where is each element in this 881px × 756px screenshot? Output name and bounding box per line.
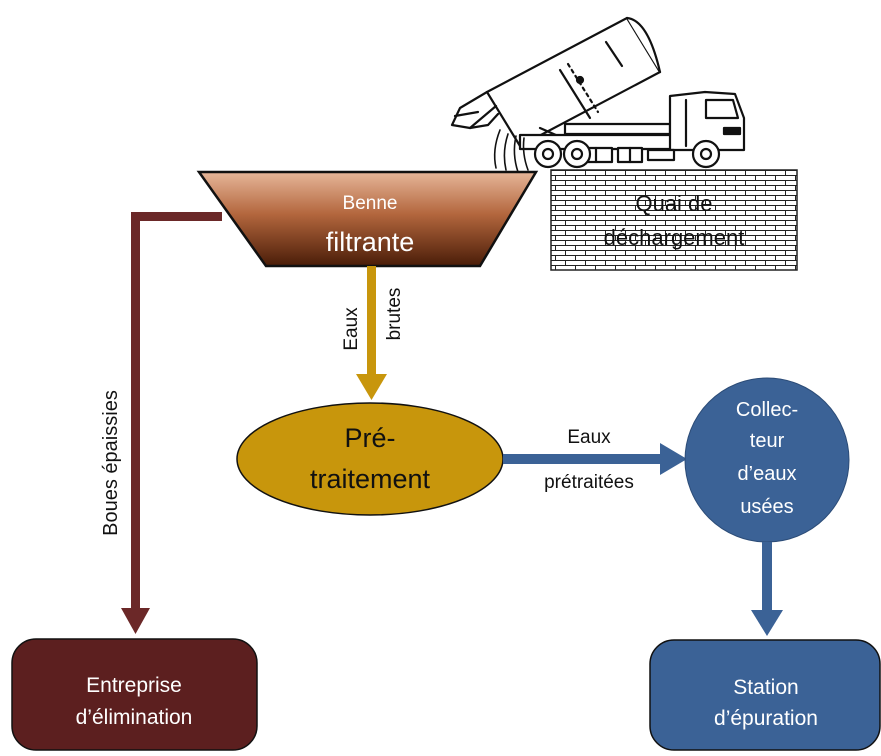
pretreated-water-label-line1: Eaux xyxy=(567,427,611,448)
sewer-collector-label-line4: usées xyxy=(740,496,793,518)
raw-water-label-line1: Eaux xyxy=(341,307,362,351)
collector-to-station-arrow xyxy=(751,542,783,636)
filter-hopper xyxy=(196,170,539,268)
raw-water-label-line2: brutes xyxy=(384,288,405,341)
filter-hopper-label-line1: Benne xyxy=(343,193,398,214)
sewer-collector-label-line1: Collec- xyxy=(736,399,798,421)
treatment-plant-node xyxy=(649,639,881,751)
disposal-company-label-line2: d’élimination xyxy=(76,706,193,729)
sewer-collector-label-line3: d’eaux xyxy=(738,463,797,485)
pretreated-water-arrow xyxy=(503,443,687,475)
treatment-plant-label-line1: Station xyxy=(733,676,798,699)
sewer-collector-label-line2: teur xyxy=(750,430,785,452)
disposal-company-label-line1: Entreprise xyxy=(86,674,182,697)
thickened-sludge-arrow xyxy=(121,212,222,634)
pretreatment-label-line2: traitement xyxy=(310,464,431,494)
pretreated-water-label-line2: prétraitées xyxy=(544,472,634,493)
raw-water-arrow xyxy=(356,266,387,400)
pretreatment-node xyxy=(236,402,504,516)
pretreatment-label-line1: Pré- xyxy=(344,423,395,453)
unloading-dock-label-line2: déchargement xyxy=(604,225,745,250)
thickened-sludge-label: Boues épaissies xyxy=(100,390,122,536)
unloading-dock-label-line1: Quai de xyxy=(635,191,712,216)
unloading-dock xyxy=(550,169,798,271)
filter-hopper-label-line2: filtrante xyxy=(326,227,415,257)
tipper-truck-icon xyxy=(450,16,746,173)
treatment-plant-label-line2: d’épuration xyxy=(714,707,818,730)
disposal-company-node xyxy=(11,638,258,751)
